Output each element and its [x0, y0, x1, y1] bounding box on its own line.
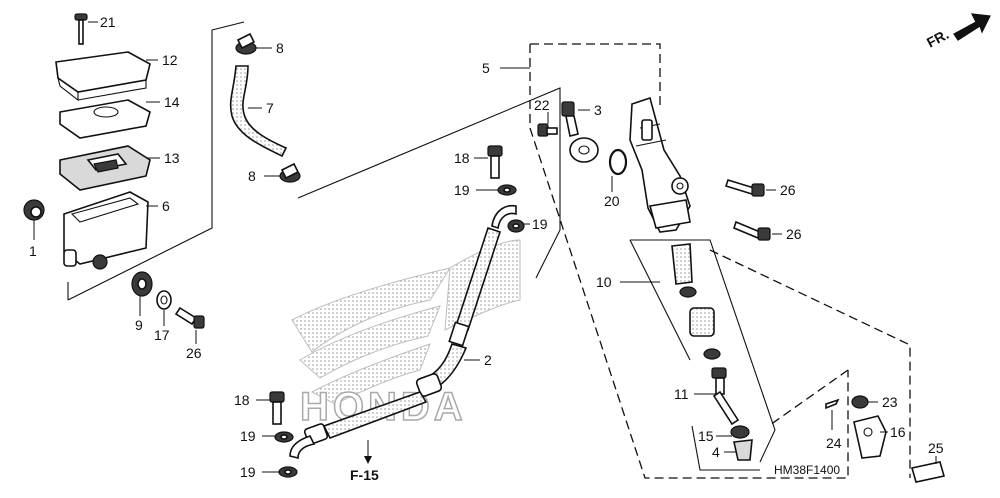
- label-part-23: 23: [882, 394, 898, 410]
- part-21-screw: [74, 13, 88, 45]
- label-part-20: 20: [604, 193, 620, 209]
- label-part-17: 17: [154, 327, 170, 343]
- part-19-washer-c: [274, 431, 294, 443]
- label-part-21: 21: [100, 14, 116, 30]
- label-part-25: 25: [928, 440, 944, 456]
- label-part-5: 5: [482, 60, 490, 76]
- callout-labels: 21 12 14 13 6 1 8 7 8 9 17 26 18 19 19 2…: [29, 14, 944, 480]
- master-cylinder-body: [629, 96, 691, 233]
- part-24-pin: [825, 398, 840, 410]
- reference-tag-label: F-15: [350, 467, 379, 483]
- label-part-22: 22: [534, 97, 550, 113]
- part-19-washer-a: [497, 184, 517, 196]
- leader-lines: [33, 21, 937, 473]
- part-6-reservoir-body: [63, 191, 149, 270]
- label-part-26-right-a: 26: [780, 182, 796, 198]
- part-7-reservoir-hose: [229, 65, 288, 158]
- part-8-clamp-lower: [279, 162, 301, 183]
- part-23-nut: [851, 395, 869, 409]
- label-part-12: 12: [162, 52, 178, 68]
- label-part-19-c: 19: [240, 428, 256, 444]
- part-19-washer-d: [278, 466, 298, 478]
- label-part-15: 15: [698, 428, 714, 444]
- front-direction-indicator: FR.: [924, 13, 991, 51]
- label-part-19-a: 19: [454, 182, 470, 198]
- front-arrow-icon: [953, 13, 991, 41]
- label-part-11: 11: [674, 386, 689, 402]
- label-part-24: 24: [826, 435, 842, 451]
- label-part-16: 16: [890, 424, 906, 440]
- part-14-diaphragm-plate: [59, 99, 151, 139]
- part-26-bolt-right-a: [724, 179, 765, 197]
- label-part-19-d: 19: [240, 464, 256, 480]
- part-16-bracket: [853, 415, 887, 459]
- part-10-piston-set: [671, 243, 721, 360]
- part-13-diaphragm: [59, 145, 151, 191]
- label-part-26-reservoir: 26: [186, 345, 202, 361]
- part-2-brake-hose: [289, 204, 517, 460]
- part-19-washer-b: [507, 219, 525, 233]
- section-reference: F-15: [350, 440, 379, 483]
- label-part-9: 9: [135, 317, 143, 333]
- label-part-19-b: 19: [532, 216, 548, 232]
- front-direction-label: FR.: [924, 26, 951, 51]
- part-1-cap-nut: [23, 199, 45, 221]
- part-26-bolt-reservoir: [174, 306, 205, 329]
- part-20-o-ring: [608, 148, 628, 176]
- part-11-push-rod: [711, 367, 740, 426]
- label-part-3: 3: [594, 102, 602, 118]
- part-18-bolt-upper: [487, 145, 503, 179]
- label-part-7: 7: [266, 100, 274, 116]
- label-part-4: 4: [712, 444, 720, 460]
- label-part-18-upper: 18: [454, 150, 470, 166]
- label-part-1: 1: [29, 243, 37, 259]
- part-18-bolt-lower: [269, 391, 285, 425]
- label-part-2: 2: [484, 352, 492, 368]
- assembly-outline: [67, 21, 911, 479]
- part-8-clamp-upper: [235, 32, 257, 55]
- part-12-reservoir-cap: [55, 51, 151, 102]
- diagram-code-label: HM38F1400: [774, 463, 840, 477]
- part-25-clip: [910, 461, 946, 483]
- part-4-boot: [733, 439, 753, 461]
- part-26-bolt-right-b: [733, 220, 771, 241]
- label-part-26-right-b: 26: [786, 226, 802, 242]
- label-part-6: 6: [162, 198, 170, 214]
- part-17-collar: [156, 290, 172, 310]
- label-part-10: 10: [596, 274, 612, 290]
- part-9-grommet: [131, 271, 153, 297]
- part-3-joint: [561, 101, 599, 163]
- part-15-nut: [730, 425, 750, 439]
- label-part-8-lower: 8: [248, 168, 256, 184]
- part-22-bolt: [537, 123, 558, 137]
- label-part-14: 14: [164, 94, 180, 110]
- label-part-13: 13: [164, 150, 180, 166]
- label-part-18-lower: 18: [234, 392, 250, 408]
- label-part-8-upper: 8: [276, 40, 284, 56]
